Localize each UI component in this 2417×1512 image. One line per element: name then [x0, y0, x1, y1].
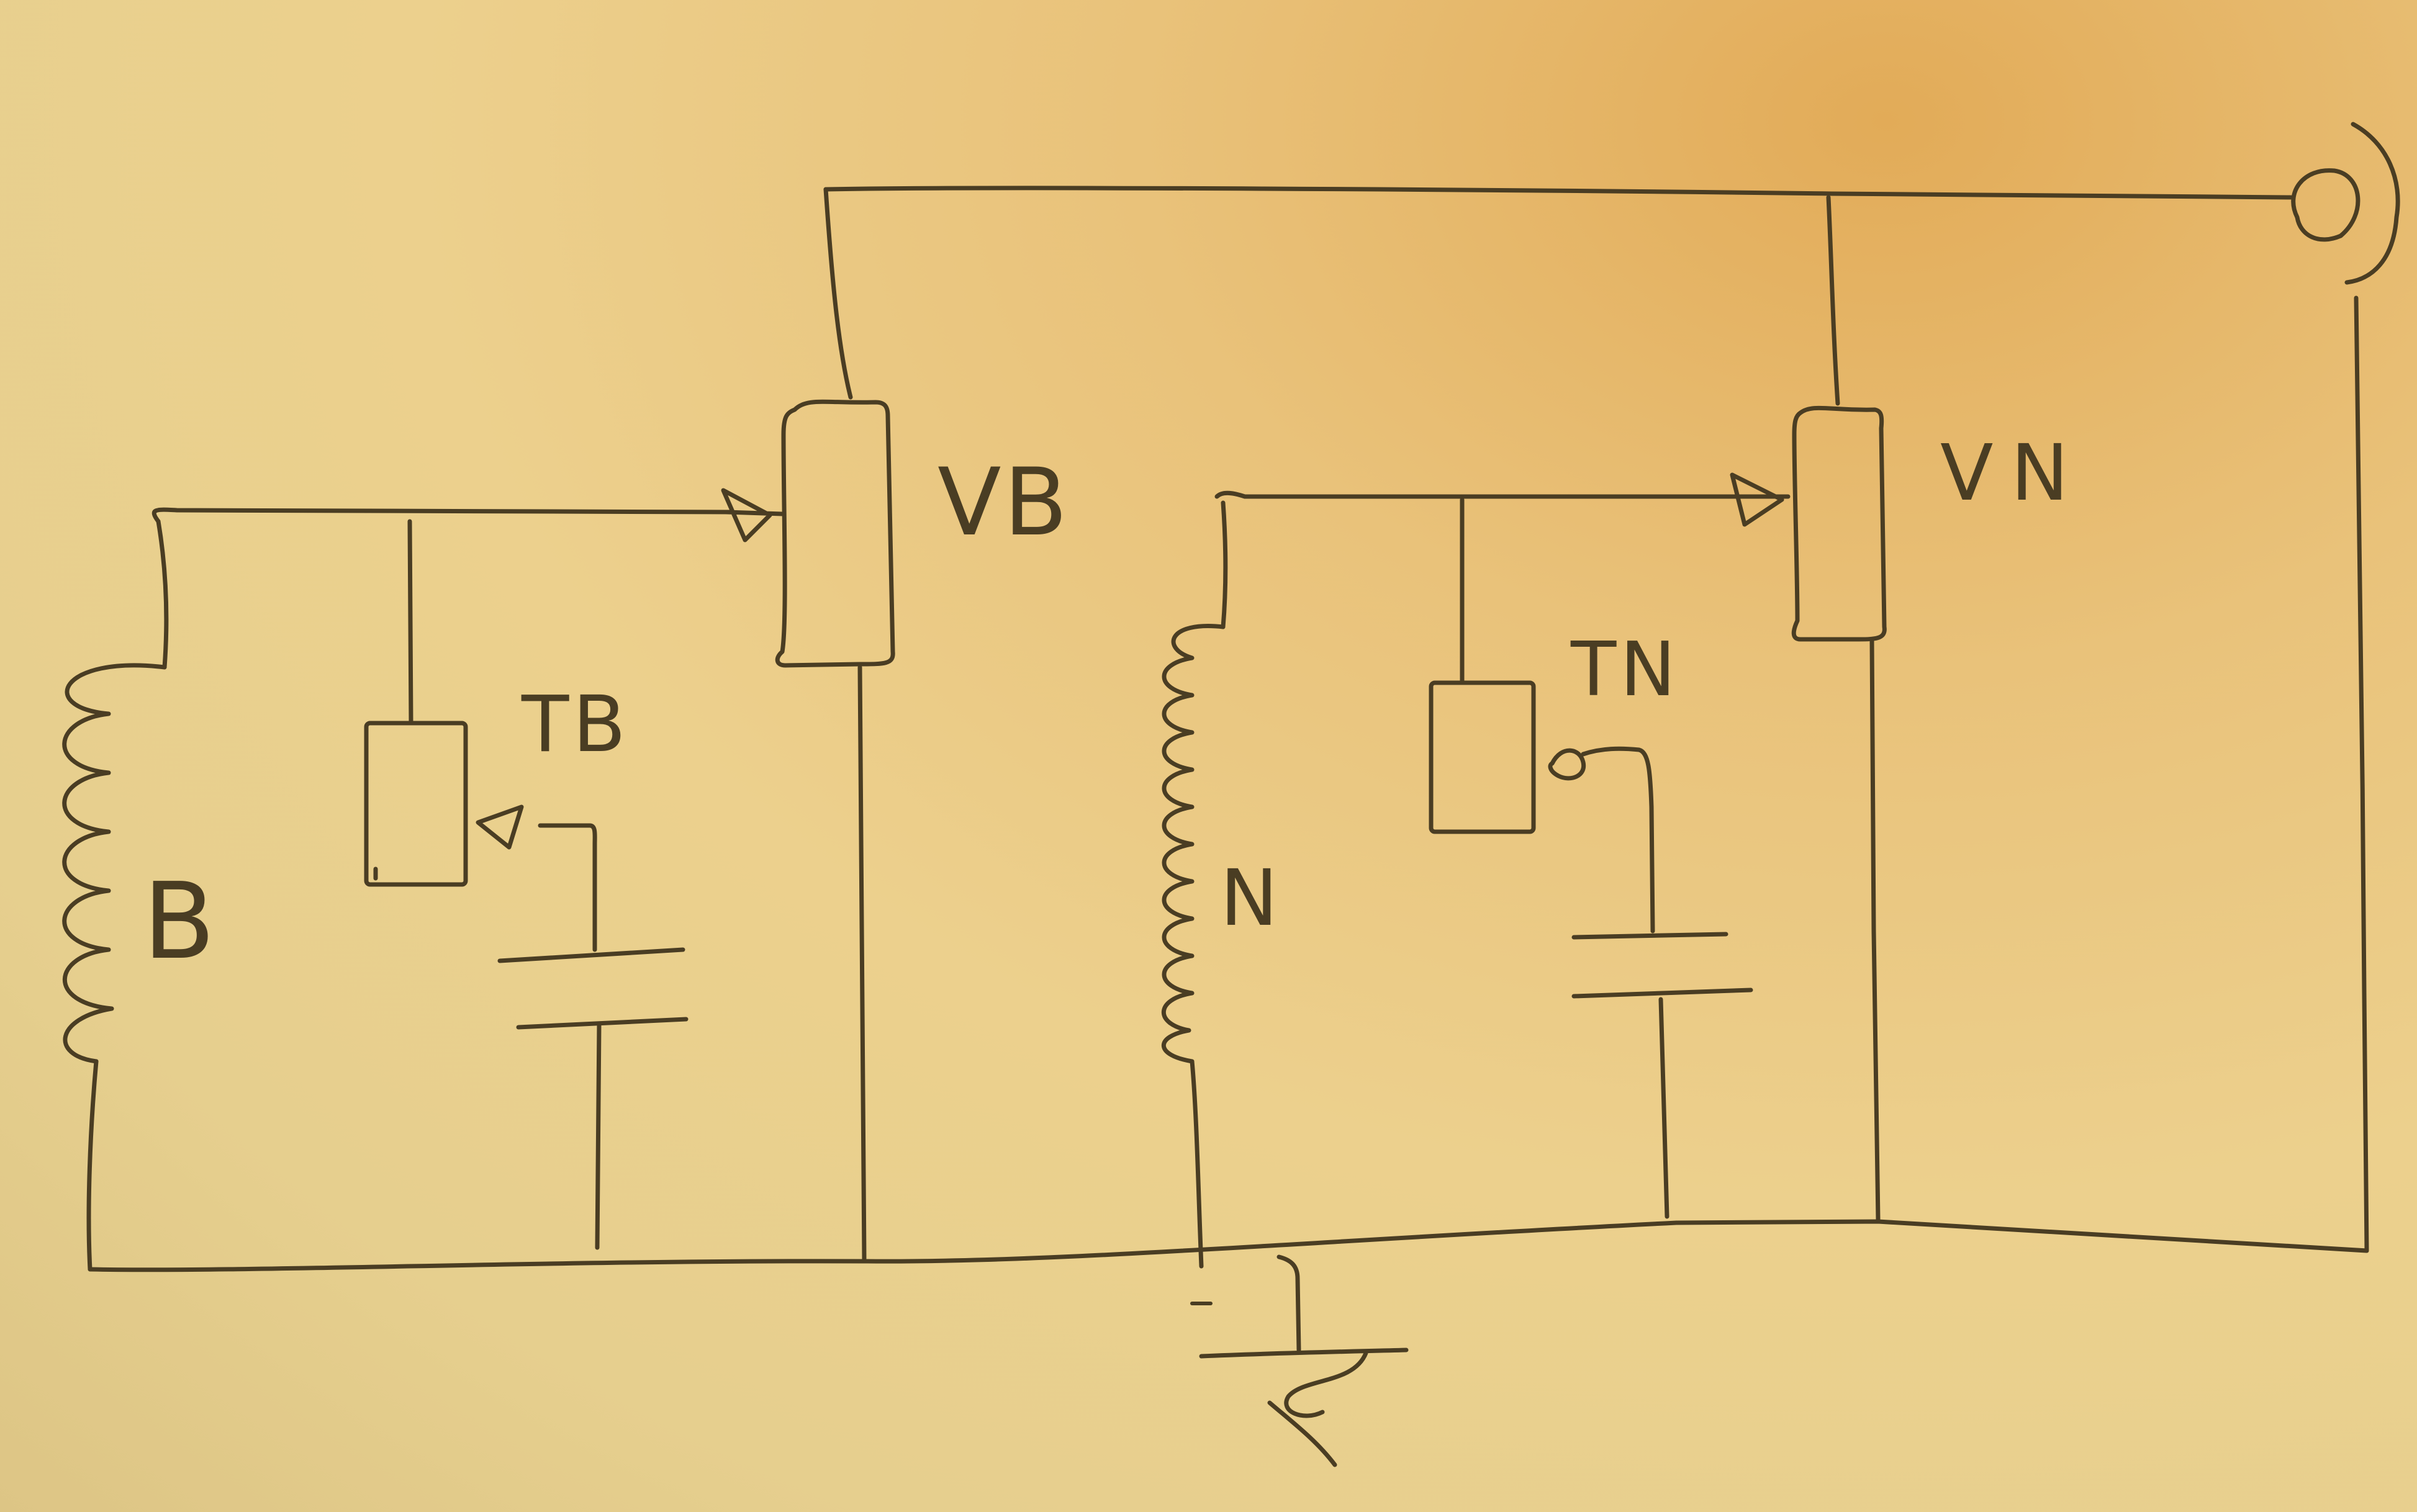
- trimmer-tb: [364, 721, 468, 887]
- pot-vn-label: VN: [1940, 428, 2087, 518]
- wire-tn-top: [1214, 490, 1741, 499]
- ground-symbol: [1199, 1348, 1409, 1467]
- ground-lead: [1276, 1254, 1301, 1352]
- capacitor-left: [497, 947, 689, 1030]
- capacitor-right-lead-bottom: [1658, 997, 1669, 1219]
- coil-n-lead-bottom: [1190, 1059, 1204, 1269]
- tb-wiper-arrow: [476, 804, 597, 952]
- coil-b-lead-top: [156, 519, 169, 670]
- wire-bottom-bus: [88, 1219, 2369, 1272]
- coil-n-label: N: [1220, 853, 1278, 943]
- pot-vb-label: VB: [937, 449, 1070, 557]
- trimmer-tn-label: TN: [1571, 627, 1680, 713]
- output-return-wire: [2354, 295, 2369, 1253]
- tn-wiper-wire: [1581, 746, 1655, 934]
- vn-bottom-lead: [1869, 637, 1881, 1222]
- wire-top-bus: [823, 186, 2293, 200]
- tb-top-lead: [407, 519, 413, 726]
- output-jack-arc: [2344, 122, 2400, 285]
- coil-n-lead-top: [1221, 500, 1228, 629]
- trimmer-tn: [1429, 680, 1536, 834]
- coil-b-label: B: [143, 860, 215, 983]
- wire-tb-top: [151, 507, 735, 524]
- capacitor-left-lead-bottom: [595, 1022, 602, 1250]
- vn-wiper-arrow: [1730, 472, 1791, 527]
- coil-n: [1161, 624, 1226, 1064]
- vb-bottom-lead: [857, 665, 867, 1262]
- vb-top-lead: [823, 187, 853, 400]
- trimmer-tb-label: TB: [522, 680, 630, 770]
- tn-wiper-dot: [1548, 748, 1586, 781]
- coil-b: [62, 663, 167, 1064]
- capacitor-right: [1571, 932, 1753, 999]
- vb-wiper-arrow: [721, 488, 785, 542]
- output-terminal: [2291, 168, 2361, 242]
- vn-top-lead: [1826, 195, 1840, 406]
- pot-vb: [775, 399, 895, 668]
- pot-vn: [1791, 405, 1887, 642]
- coil-b-lead-bottom: [86, 1059, 99, 1272]
